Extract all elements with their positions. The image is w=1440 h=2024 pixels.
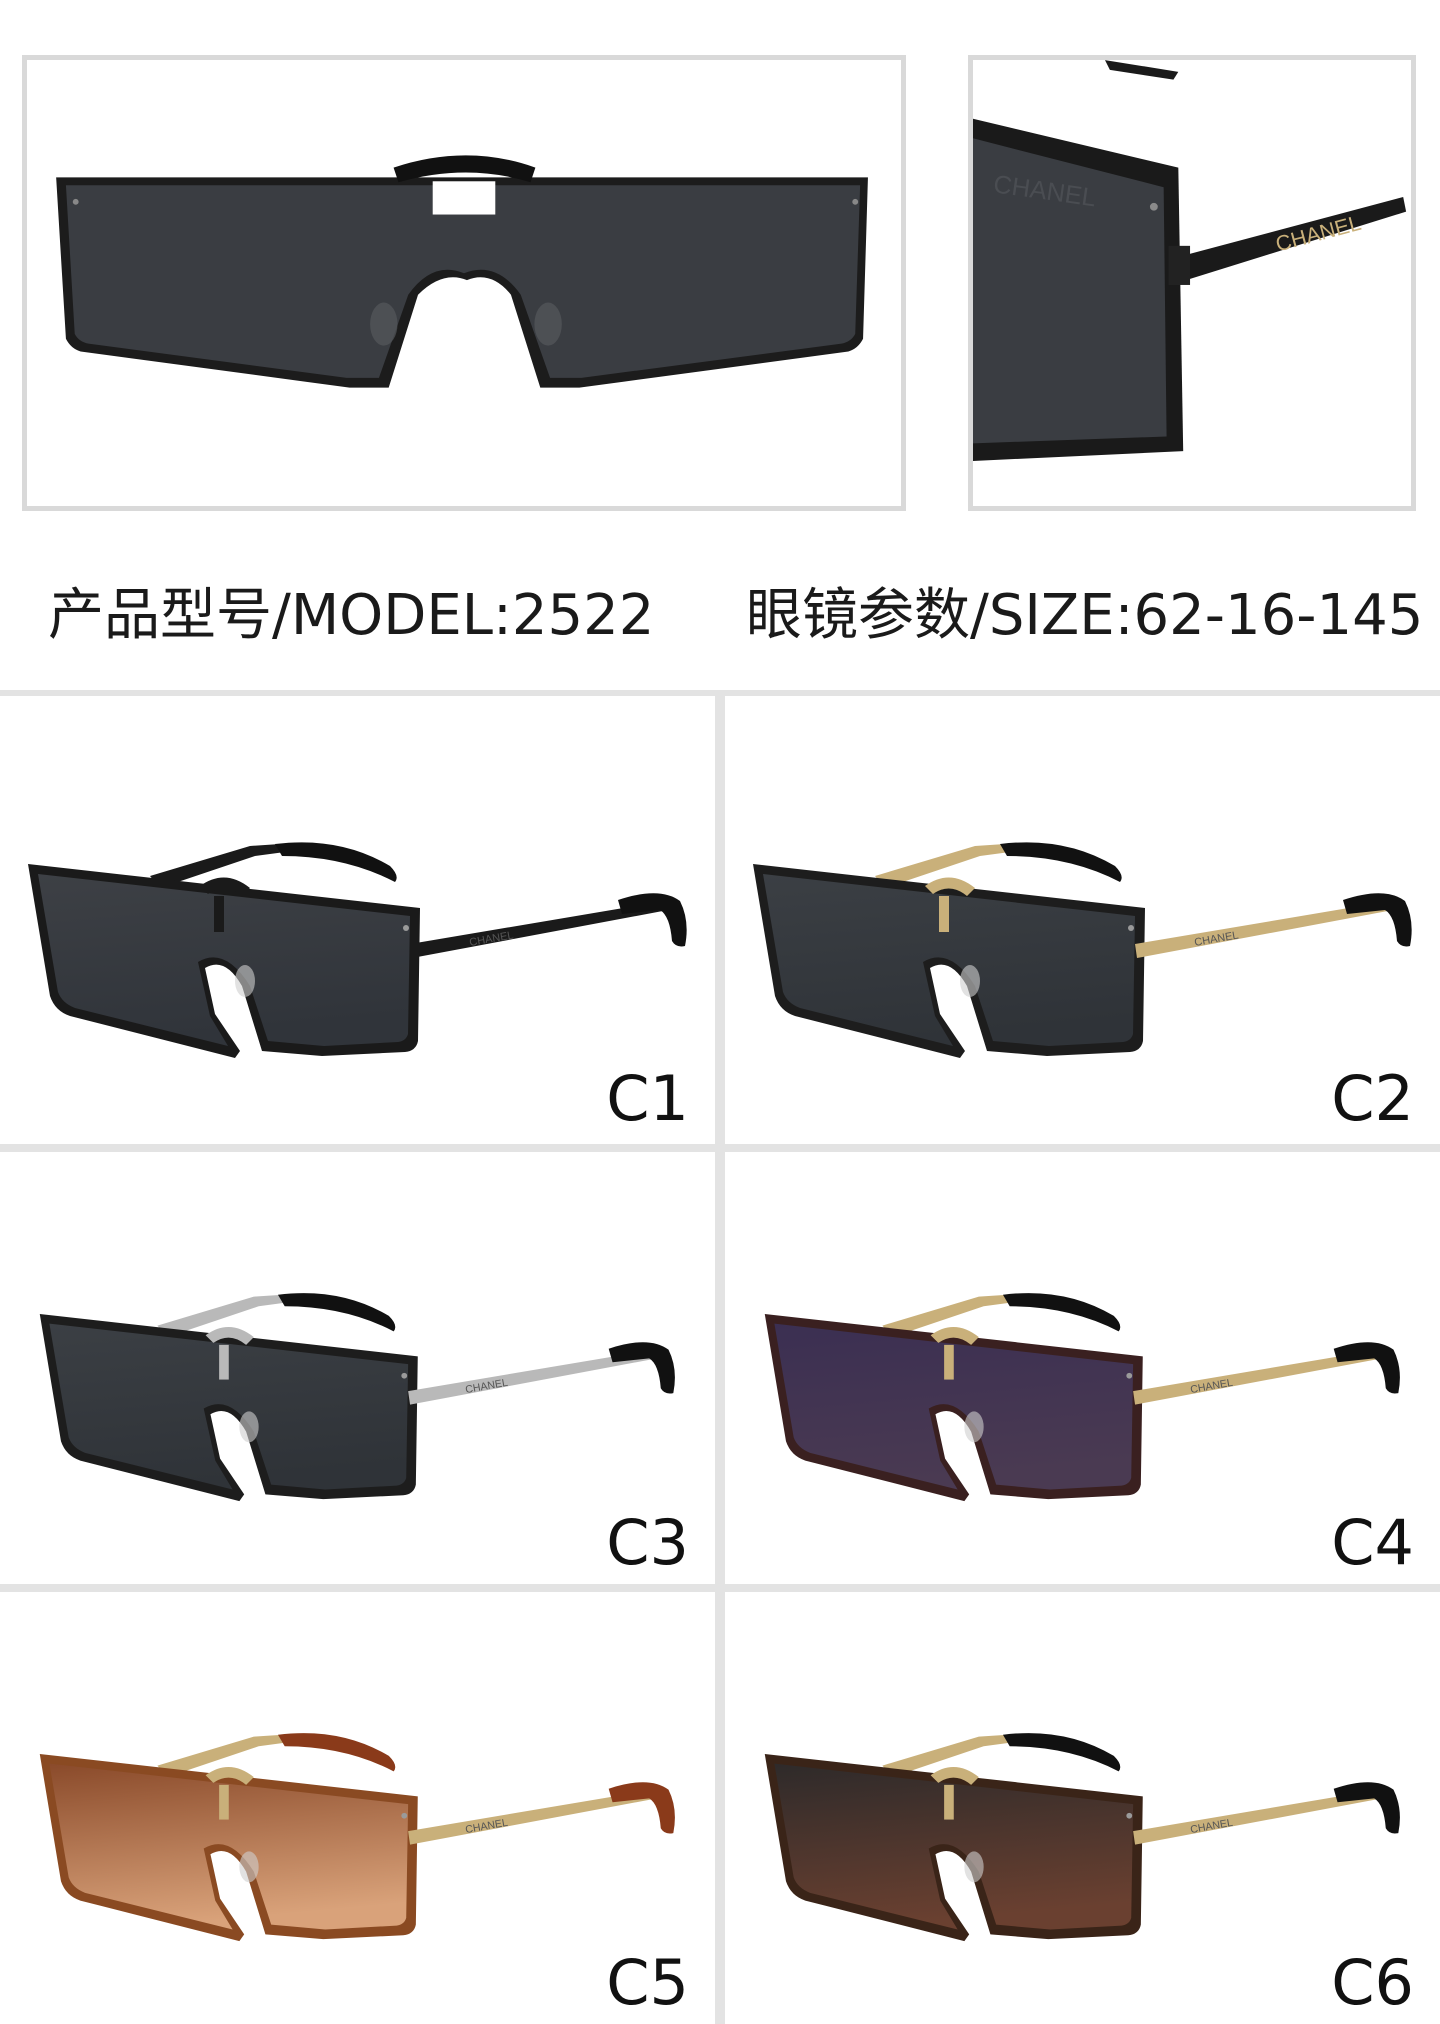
size-label: 眼镜参数/SIZE: xyxy=(746,583,1134,648)
size-value: 62-16-145 xyxy=(1133,583,1424,648)
sunglasses-c3: CHANEL xyxy=(39,1293,675,1502)
variant-code-label: C5 xyxy=(606,1946,689,2019)
front-view-sunglasses xyxy=(31,60,897,506)
temple-brand-mark: CHANEL xyxy=(464,1377,509,1396)
variant-cell-c3: CHANEL C3 xyxy=(0,1152,715,1584)
side-detail-image: CHANEL CHANEL xyxy=(968,55,1416,511)
temple-brand-mark: CHANEL xyxy=(1189,1377,1234,1396)
grid-divider-row-1 xyxy=(0,1144,1440,1152)
size-spec: 眼镜参数/SIZE:62-16-145 xyxy=(746,570,1423,651)
model-value: 2522 xyxy=(511,583,655,648)
temple-brand-mark: CHANEL xyxy=(1189,1817,1234,1836)
variant-code-label: C6 xyxy=(1331,1946,1414,2019)
variant-cell-c5: CHANEL C5 xyxy=(0,1592,715,2024)
sunglasses-c6: CHANEL xyxy=(764,1733,1400,1942)
section-divider xyxy=(0,690,1440,696)
variant-code-label: C4 xyxy=(1331,1506,1414,1579)
grid-divider-vertical xyxy=(715,696,725,2024)
variant-cell-c6: CHANEL C6 xyxy=(725,1592,1440,2024)
variant-code-label: C2 xyxy=(1331,1062,1414,1135)
temple-brand-mark: CHANEL xyxy=(1193,929,1239,949)
sunglasses-c5: CHANEL xyxy=(39,1733,675,1942)
variant-cell-c1: CHANEL C1 xyxy=(0,696,715,1144)
model-spec: 产品型号/MODEL:2522 xyxy=(48,570,654,651)
variant-code-label: C1 xyxy=(606,1062,689,1135)
sunglasses-c4: CHANEL xyxy=(764,1293,1400,1502)
temple-brand-mark: CHANEL xyxy=(468,929,514,949)
side-detail-sunglasses: CHANEL CHANEL xyxy=(973,60,1411,506)
variant-cell-c2: CHANEL C2 xyxy=(725,696,1440,1144)
variant-cell-c4: CHANEL C4 xyxy=(725,1152,1440,1584)
grid-divider-row-2 xyxy=(0,1584,1440,1592)
model-label: 产品型号/MODEL: xyxy=(48,583,512,648)
sunglasses-c1: CHANEL xyxy=(28,842,687,1058)
sunglasses-c2: CHANEL xyxy=(753,842,1412,1058)
variant-code-label: C3 xyxy=(606,1506,689,1579)
front-view-image xyxy=(22,55,906,511)
product-specs: 产品型号/MODEL:2522 眼镜参数/SIZE:62-16-145 xyxy=(0,570,1440,648)
temple-brand-mark: CHANEL xyxy=(464,1817,509,1836)
